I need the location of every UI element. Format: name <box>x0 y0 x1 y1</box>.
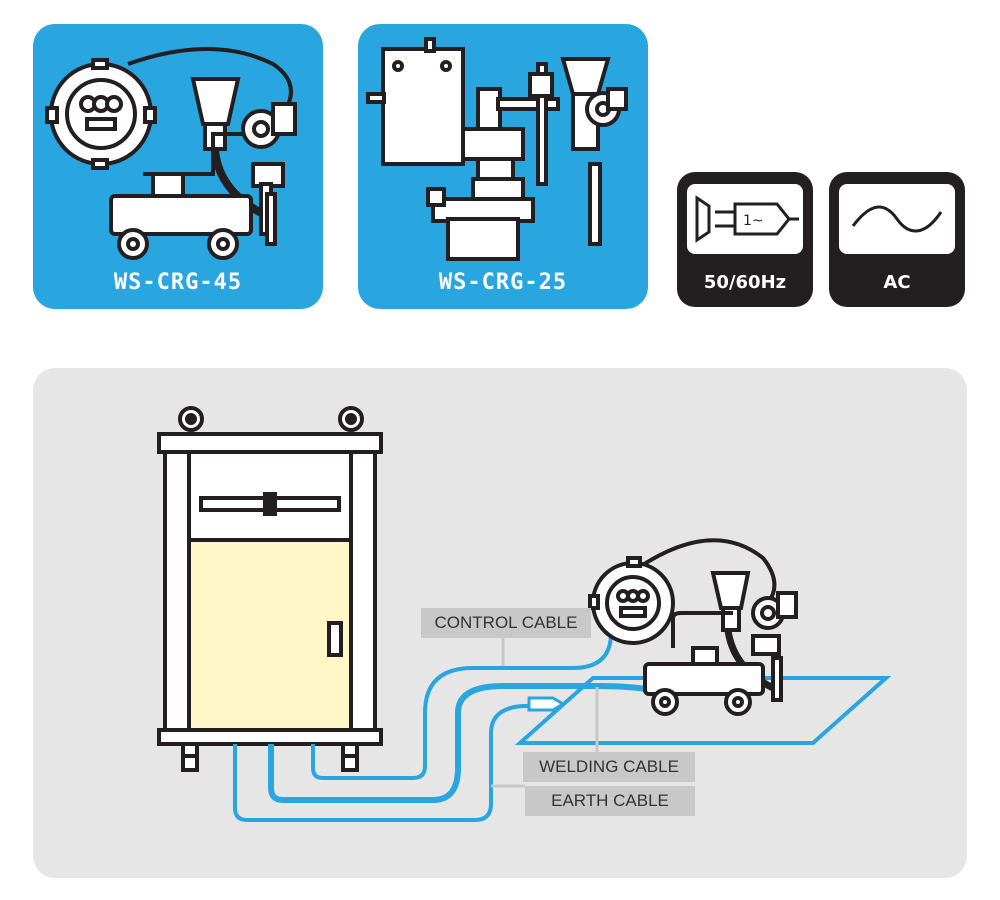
spec-label: AC <box>883 272 911 293</box>
welding-carriage <box>588 538 798 716</box>
control-cable <box>311 632 613 780</box>
earth-cable-label: EARTH CABLE <box>525 786 695 816</box>
plug-icon: 1~ <box>695 195 799 243</box>
welding-cable <box>268 683 652 803</box>
welding-cable-label: WELDING CABLE <box>523 752 695 782</box>
spec-current: AC <box>829 172 965 307</box>
sine-wave-icon <box>851 205 943 233</box>
plug-text: 1~ <box>743 213 764 229</box>
product-card-ws-crg-45: WS-CRG-45 <box>33 24 323 309</box>
product-model-label: WS-CRG-25 <box>438 270 568 295</box>
product-model-label: WS-CRG-45 <box>113 270 243 295</box>
connection-diagram <box>157 406 892 822</box>
earth-cable <box>233 704 545 822</box>
workpiece-plate <box>514 676 892 745</box>
control-cable-label: CONTROL CABLE <box>421 608 591 638</box>
power-source-cabinet <box>157 406 383 772</box>
spec-frequency: 1~ 50/60Hz <box>677 172 813 307</box>
welding-carriage-illustration <box>45 47 297 260</box>
product-card-ws-crg-25: WS-CRG-25 <box>358 24 648 309</box>
earth-clamp <box>527 696 566 712</box>
welding-head-illustration <box>366 37 628 261</box>
spec-label: 50/60Hz <box>703 272 787 293</box>
connection-diagram-panel: CONTROL CABLE WELDING CABLE EARTH CABLE <box>33 368 967 878</box>
